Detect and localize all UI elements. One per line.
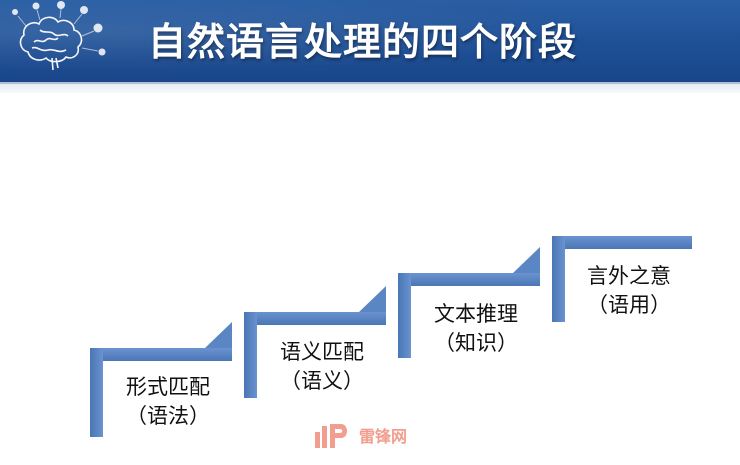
step-1-left-bar <box>90 348 103 437</box>
watermark: 雷锋网 <box>313 418 407 452</box>
step-1-corner-triangle <box>205 322 232 348</box>
step-1-title: 形式匹配 <box>126 375 210 399</box>
step-4-label: 言外之意 （语用） <box>566 262 692 320</box>
step-3-title: 文本推理 <box>434 302 518 326</box>
step-2-subtitle: （语义） <box>280 369 364 393</box>
step-3-top-bar <box>398 273 540 286</box>
step-4-title: 言外之意 <box>587 264 671 288</box>
step-4-subtitle: （语用） <box>587 293 671 317</box>
step-3-corner-triangle <box>513 247 540 273</box>
step-2-left-bar <box>244 312 257 398</box>
step-4-top-bar <box>552 236 692 249</box>
step-2-bracket <box>244 286 386 398</box>
step-1-subtitle: （语法） <box>126 404 210 428</box>
step-2-label: 语义匹配 （语义） <box>258 338 386 396</box>
step-3-left-bar <box>398 273 411 358</box>
header-banner: 自然语言处理的四个阶段 <box>0 0 740 82</box>
step-1-top-bar <box>90 348 232 361</box>
leiphone-logo-icon <box>315 424 347 448</box>
step-4-left-bar <box>552 236 565 322</box>
header-divider <box>0 82 740 93</box>
step-3-label: 文本推理 （知识） <box>412 300 540 358</box>
watermark-text: 雷锋网 <box>359 427 408 446</box>
step-2-top-bar <box>244 312 386 325</box>
step-2-corner-triangle <box>359 286 386 312</box>
step-3-bracket <box>398 247 540 358</box>
step-1-label: 形式匹配 （语法） <box>104 373 232 431</box>
step-3-subtitle: （知识） <box>434 331 518 355</box>
step-1-bracket <box>90 322 232 437</box>
step-4-bracket <box>552 236 692 322</box>
step-2-title: 语义匹配 <box>280 340 364 364</box>
